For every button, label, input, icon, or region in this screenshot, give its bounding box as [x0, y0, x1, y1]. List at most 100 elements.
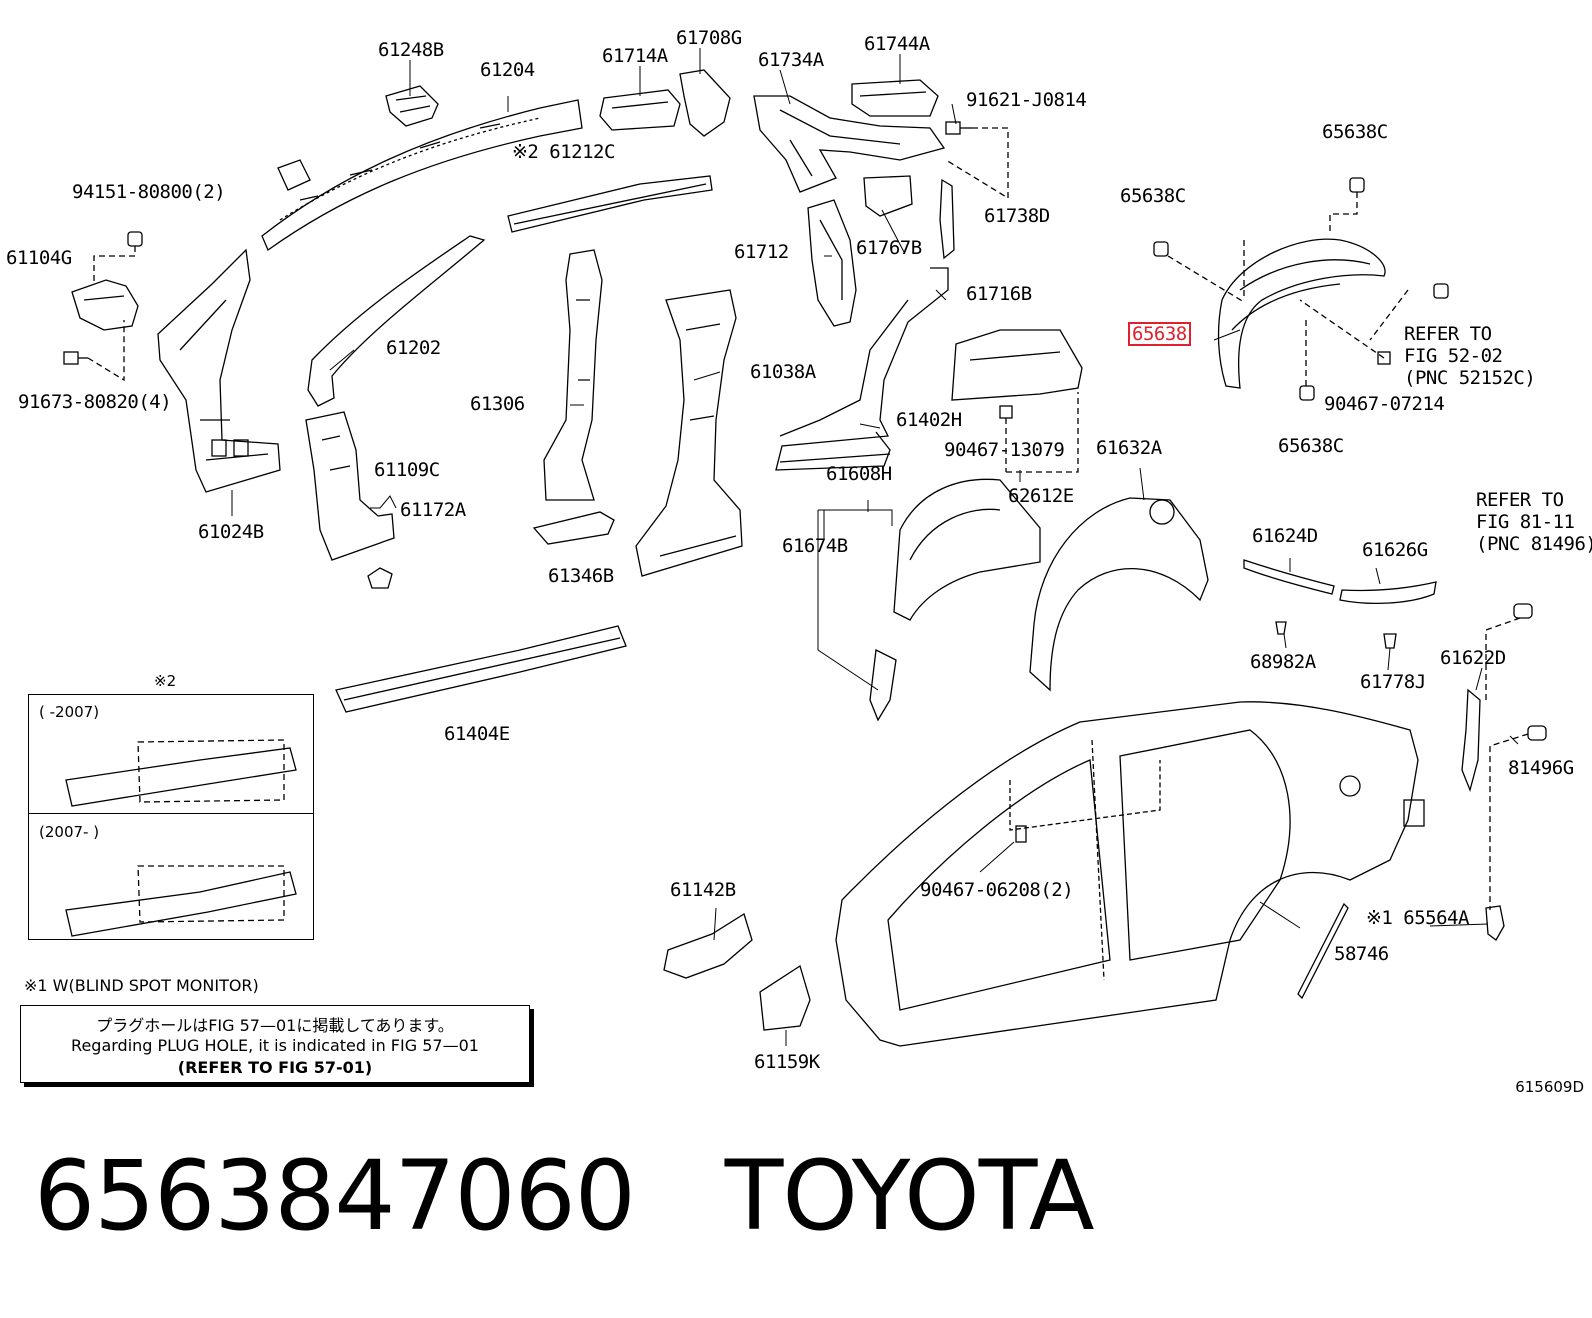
plug-hole-note-box: プラグホールはFIG 57—01に掲載してあります。 Regarding PLU… [20, 1005, 530, 1083]
bracket-61248B [385, 85, 439, 127]
label-81496G: 81496G [1508, 757, 1574, 779]
trim-61624D [1243, 559, 1335, 595]
label-61306: 61306 [470, 393, 525, 415]
label-61622D: 61622D [1440, 647, 1506, 669]
bracket-61159K [759, 964, 811, 1031]
inset-range-early: ( -2007) [39, 703, 100, 721]
label-61204: 61204 [480, 59, 535, 81]
nut-94151-icon [127, 231, 143, 247]
bracket-61744A [851, 79, 939, 117]
label-61712: 61712 [734, 241, 789, 263]
bracket-61172A [367, 567, 393, 589]
bolt-91673-icon [63, 351, 88, 365]
label-61159K: 61159K [754, 1051, 820, 1073]
label-61346B: 61346B [548, 565, 614, 587]
label-fig-52-02: FIG 52-02 [1404, 345, 1503, 367]
front-pillar-lower-part [775, 267, 949, 471]
plug-note-ref: (REFER TO FIG 57-01) [177, 1058, 373, 1077]
inset-rail-late [65, 871, 297, 937]
label-62612E: 62612E [1008, 485, 1074, 507]
bracket-61104G [71, 279, 139, 331]
label-91621-J0814: 91621-J0814 [966, 89, 1087, 111]
label-61608H: 61608H [826, 463, 892, 485]
label-61714A: 61714A [602, 45, 668, 67]
label-65638C-bottom: 65638C [1278, 435, 1344, 457]
label-refer-to-81: REFER TO [1476, 489, 1564, 511]
label-61738D: 61738D [984, 205, 1050, 227]
bolt-91621-icon [945, 121, 972, 135]
bracket-61622D [1461, 688, 1481, 793]
figure-number: 615609D [1515, 1078, 1584, 1096]
roof-side-rail-part [261, 99, 583, 251]
label-61104G: 61104G [6, 247, 72, 269]
b-pillar-inner-part [543, 249, 603, 501]
label-61734A: 61734A [758, 49, 824, 71]
bolt-90467-07214-icon [1377, 351, 1391, 365]
plug-note-en: Regarding PLUG HOLE, it is indicated in … [71, 1036, 479, 1055]
bracket-61738D [939, 178, 955, 260]
note-blind-spot-monitor: ※1 W(BLIND SPOT MONITOR) [24, 976, 259, 995]
label-61674B: 61674B [782, 535, 848, 557]
clip-90467-06208-icon [1015, 825, 1027, 843]
label-58746: 58746 [1334, 943, 1389, 965]
label-65638C-top: 65638C [1322, 121, 1388, 143]
rocker-61404E [335, 625, 627, 713]
label-61109C: 61109C [374, 459, 440, 481]
bracket-61142B [663, 913, 753, 979]
label-61404E: 61404E [444, 723, 510, 745]
label-61212C: ※2 61212C [512, 141, 615, 163]
label-61624D: 61624D [1252, 525, 1318, 547]
label-61767B: 61767B [856, 237, 922, 259]
plug-note-jp: プラグホールはFIG 57—01に掲載してあります。 [96, 1016, 454, 1035]
bracket-61767B [863, 175, 913, 217]
grommet-81496-icon [1513, 603, 1547, 741]
rail-61202 [307, 235, 486, 407]
sensor-65564A [1485, 905, 1505, 941]
bracket-61674B [869, 649, 897, 722]
bracket-61708G [679, 69, 731, 137]
clip-65638C-bottom-icon [1299, 385, 1315, 401]
clip-68982A-icon [1275, 621, 1287, 635]
clip-65638C-right-icon [1433, 283, 1449, 299]
label-61402H: 61402H [896, 409, 962, 431]
label-61172A: 61172A [400, 499, 466, 521]
label-90467-06208: 90467-06208(2) [920, 879, 1074, 901]
caption-part-number: 6563847060 [34, 1140, 636, 1252]
bracket-61714A [599, 89, 681, 131]
label-61202: 61202 [386, 337, 441, 359]
pillar-61109C [305, 411, 395, 561]
inset-divider [29, 813, 313, 814]
label-61708G: 61708G [676, 27, 742, 49]
label-65564A: ※1 65564A [1366, 907, 1469, 929]
a-pillar-front-part [157, 248, 281, 493]
quarter-panel-61632A [1029, 497, 1209, 692]
label-61142B: 61142B [670, 879, 736, 901]
fender-liner-65638 [1217, 238, 1386, 389]
rail-61212C [507, 175, 713, 233]
inset-box: ( -2007) (2007- ) [28, 694, 314, 940]
inset-mark: ※2 [154, 672, 177, 690]
label-61716B: 61716B [966, 283, 1032, 305]
label-90467-13079: 90467-13079 [944, 439, 1065, 461]
inset-rail-early [65, 747, 297, 807]
label-pnc-81496: (PNC 81496) [1476, 533, 1592, 555]
label-61024B: 61024B [198, 521, 264, 543]
inset-range-late: (2007- ) [39, 823, 100, 841]
weatherstrip-58746 [1297, 902, 1349, 1000]
wheelhouse-inner-part [893, 478, 1041, 621]
label-65638C-mid: 65638C [1120, 185, 1186, 207]
clip-90467-13079-icon [999, 405, 1013, 419]
label-refer-to-52: REFER TO [1404, 323, 1492, 345]
label-68982A: 68982A [1250, 651, 1316, 673]
label-90467-07214: 90467-07214 [1324, 393, 1445, 415]
panel-62612E [951, 329, 1083, 401]
label-61038A: 61038A [750, 361, 816, 383]
label-61744A: 61744A [864, 33, 930, 55]
label-61248B: 61248B [378, 39, 444, 61]
clip-65638C-mid-icon [1153, 241, 1169, 257]
body-side-outer [835, 701, 1425, 1047]
clip-65638C-top-icon [1349, 177, 1365, 193]
label-65638-highlighted: 65638 [1128, 322, 1191, 346]
